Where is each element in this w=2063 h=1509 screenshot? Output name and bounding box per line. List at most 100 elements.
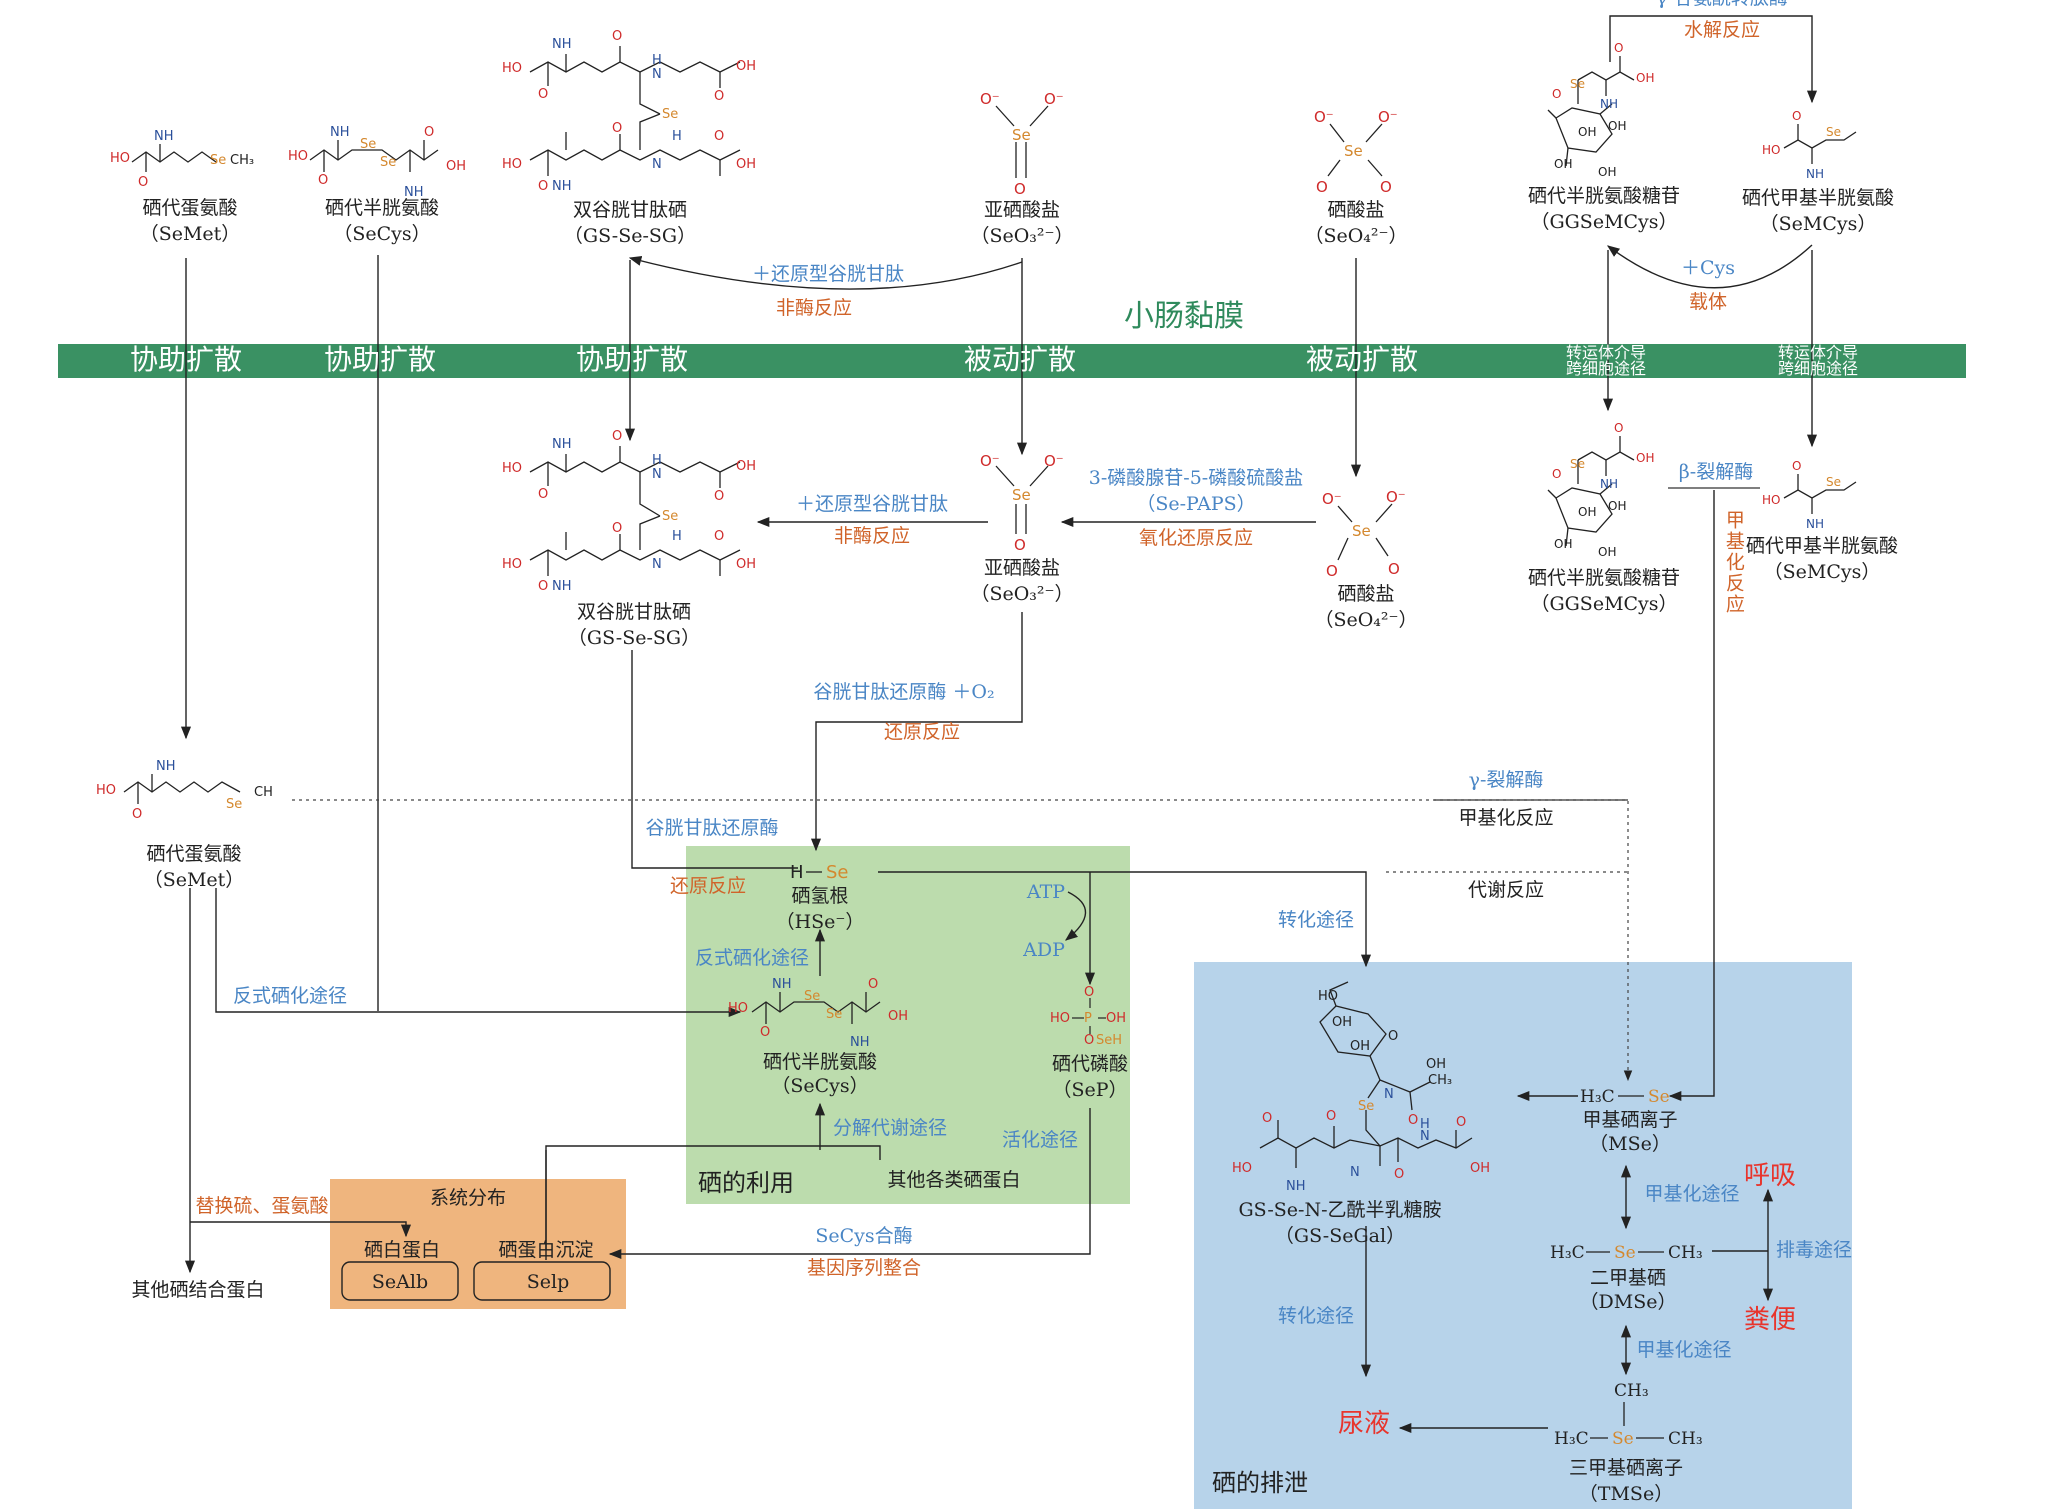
svg-text:O: O [1326, 1109, 1336, 1124]
svg-text:HO: HO [110, 151, 130, 166]
paps-abbr: （Se-PAPS） [1136, 493, 1256, 515]
methylation-label-dotted: 甲基化反应 [1458, 807, 1554, 829]
hse-right-line [878, 871, 1372, 968]
svg-text:HO: HO [288, 149, 308, 164]
svg-text:O: O [612, 521, 622, 536]
svg-text:Se: Se [1352, 522, 1371, 540]
svg-text:O⁻: O⁻ [1044, 452, 1064, 470]
distribution-box [330, 1179, 626, 1309]
svg-text:HO: HO [502, 157, 522, 172]
svg-text:Se: Se [804, 989, 820, 1004]
transporter-2-line2: 跨细胞途径 [1777, 359, 1859, 378]
svg-text:O: O [1388, 1029, 1398, 1044]
gsseg-structure-mid [529, 446, 741, 576]
svg-text:O: O [714, 89, 724, 104]
svg-text:HO: HO [728, 1001, 748, 1016]
svg-text:Se: Se [360, 137, 376, 152]
selenite-structure-top [995, 105, 1049, 178]
svg-text:O: O [1084, 985, 1094, 1000]
svg-text:O: O [612, 121, 622, 136]
svg-text:Se: Se [662, 107, 678, 122]
svg-text:Se: Se [1826, 125, 1841, 139]
facilitated-diffusion-1: 协助扩散 [129, 343, 243, 376]
mse-name: 甲基硒离子 [1582, 1109, 1678, 1131]
excretion-title: 硒的排泄 [1212, 1469, 1308, 1497]
plus-cys-label: ＋Cys [1680, 257, 1736, 279]
feces-label: 粪便 [1743, 1305, 1797, 1335]
svg-text:NH: NH [1806, 517, 1824, 531]
svg-text:Se: Se [1614, 1243, 1636, 1263]
svg-text:O: O [714, 129, 724, 144]
adp-label: ADP [1023, 939, 1065, 961]
selenite-structure-mid [995, 465, 1049, 534]
membrane-band [58, 344, 1966, 378]
svg-text:O: O [1316, 178, 1328, 196]
sep-name: 硒代磷酸 [1051, 1053, 1129, 1075]
glutathione-reductase-o2: 谷胱甘肽还原酶 ＋O₂ [813, 681, 995, 703]
svg-text:OH: OH [1350, 1039, 1370, 1054]
selenate-abbr-mid: （SeO₄²⁻） [1314, 609, 1418, 631]
svg-text:Se: Se [826, 862, 849, 883]
transporter-2-line1: 转运体介导 [1777, 343, 1859, 362]
svg-text:O: O [1084, 1033, 1094, 1048]
svg-text:O: O [424, 125, 434, 140]
svg-text:O⁻: O⁻ [980, 90, 1000, 108]
svg-text:OH: OH [1426, 1057, 1446, 1072]
replace-arrow [190, 1221, 412, 1238]
svg-text:NH: NH [552, 579, 572, 594]
albumin-box [341, 1261, 459, 1301]
ggsemcys-structure-mid [1547, 436, 1635, 547]
transporter-1-line2: 跨细胞途径 [1565, 359, 1647, 378]
utilization-title: 硒的利用 [698, 1169, 794, 1197]
other-proteins-label: 其他各类硒蛋白 [887, 1169, 1021, 1191]
svg-text:OH: OH [1554, 537, 1572, 551]
svg-text:O: O [1552, 87, 1561, 101]
svg-text:OH: OH [1106, 1011, 1126, 1026]
secys-structure-top [309, 140, 439, 172]
svg-text:O: O [1262, 1111, 1272, 1126]
svg-text:HO: HO [1318, 989, 1338, 1004]
selenite-name-mid: 亚硒酸盐 [983, 557, 1061, 579]
svg-text:NH: NH [850, 1035, 870, 1050]
semet-structure-top [131, 144, 217, 172]
secys-structure-util [751, 992, 881, 1024]
plus-gsh-mid: ＋还原型谷胱甘肽 [795, 493, 949, 515]
gsseg-abbr-top: （GS-Se-SG） [563, 225, 697, 247]
excretion-box [1194, 962, 1852, 1509]
non-enzymatic-top: 非酶反应 [775, 297, 853, 319]
svg-text:NH: NH [1806, 167, 1824, 181]
gssegal-name: GS-Se-N-乙酰半乳糖胺 [1238, 1199, 1442, 1221]
svg-text:O: O [1408, 1113, 1418, 1128]
svg-text:Se: Se [1570, 457, 1585, 471]
semet-abbr-top: （SeMet） [139, 223, 241, 245]
svg-text:OH: OH [888, 1009, 908, 1024]
semcys-abbr-mid: （SeMCys） [1763, 561, 1881, 583]
facilitated-diffusion-3: 协助扩散 [575, 343, 689, 376]
gsseg-name-top: 双谷胱甘肽硒 [572, 199, 688, 221]
svg-text:O: O [760, 1025, 770, 1040]
svg-text:O: O [1552, 467, 1561, 481]
svg-text:O⁻: O⁻ [1322, 490, 1342, 508]
secys-abbr-util: （SeCys） [771, 1075, 869, 1097]
svg-text:OH: OH [1598, 165, 1616, 179]
svg-text:NH: NH [154, 129, 174, 144]
reverse-path-arrow [215, 888, 742, 1018]
svg-text:O: O [1792, 459, 1801, 473]
non-enzymatic-mid: 非酶反应 [833, 525, 911, 547]
svg-text:OH: OH [1554, 157, 1572, 171]
facilitated-diffusion-2: 协助扩散 [323, 343, 437, 376]
svg-text:O: O [538, 87, 548, 102]
transporter-1-line1: 转运体介导 [1565, 343, 1647, 362]
svg-text:Se: Se [210, 153, 226, 168]
gamma-gt-bracket [1609, 15, 1818, 104]
selenite-name-top: 亚硒酸盐 [983, 199, 1061, 221]
methylation-path-1: 甲基化途径 [1644, 1183, 1740, 1205]
svg-text:CH: CH [254, 785, 273, 800]
selenate-name-top: 硒酸盐 [1327, 199, 1385, 221]
replace-label: 替换硫、蛋氨酸 [195, 1195, 329, 1217]
cys-curve [1606, 244, 1813, 289]
svg-text:O: O [138, 175, 148, 190]
svg-text:O: O [1792, 109, 1801, 123]
svg-text:HO: HO [502, 61, 522, 76]
selenite-abbr-top: （SeO₃²⁻） [970, 225, 1074, 247]
